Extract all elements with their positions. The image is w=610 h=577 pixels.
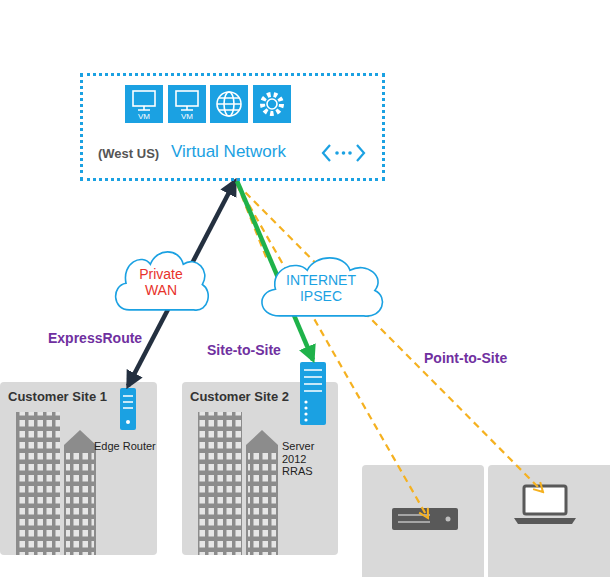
node-text: (West US) <box>98 147 159 162</box>
vm-icon: VM <box>125 85 166 125</box>
node-text: Edge Router <box>94 440 156 453</box>
node-text: Customer Site 2 <box>190 390 289 405</box>
point-to-site-lines <box>237 184 543 518</box>
node-text: VM <box>125 112 163 121</box>
device-icons <box>120 362 576 530</box>
connection-label: Point-to-Site <box>424 350 507 366</box>
rras-server: Server 2012 RRAS <box>280 360 341 481</box>
internet-cloud: INTERNET IPSEC <box>252 250 390 326</box>
node-text: VM <box>168 112 206 121</box>
node-text: Private WAN <box>130 266 192 298</box>
customer-site: Customer Site 1 Edge Router <box>0 382 157 555</box>
vnet-icons <box>125 85 364 161</box>
edge-label: ExpressRoute <box>48 330 142 346</box>
customer-site: Customer Site 2 Server 2012 RRAS <box>182 382 338 555</box>
wan-cloud: Private WAN <box>108 244 214 320</box>
node-text: INTERNET IPSEC <box>280 272 362 304</box>
node-text: Customer Site 1 <box>8 390 107 405</box>
buildings <box>16 412 278 555</box>
vm-icon: VM <box>168 85 209 125</box>
edge-label: Site-to-Site <box>207 342 281 358</box>
edge-router: Edge Router <box>92 386 159 456</box>
virtual-network: (West US) Virtual Network VM VM <box>80 73 385 181</box>
node-text: Virtual Network <box>171 142 286 162</box>
node-text: Server 2012 RRAS <box>282 440 338 478</box>
